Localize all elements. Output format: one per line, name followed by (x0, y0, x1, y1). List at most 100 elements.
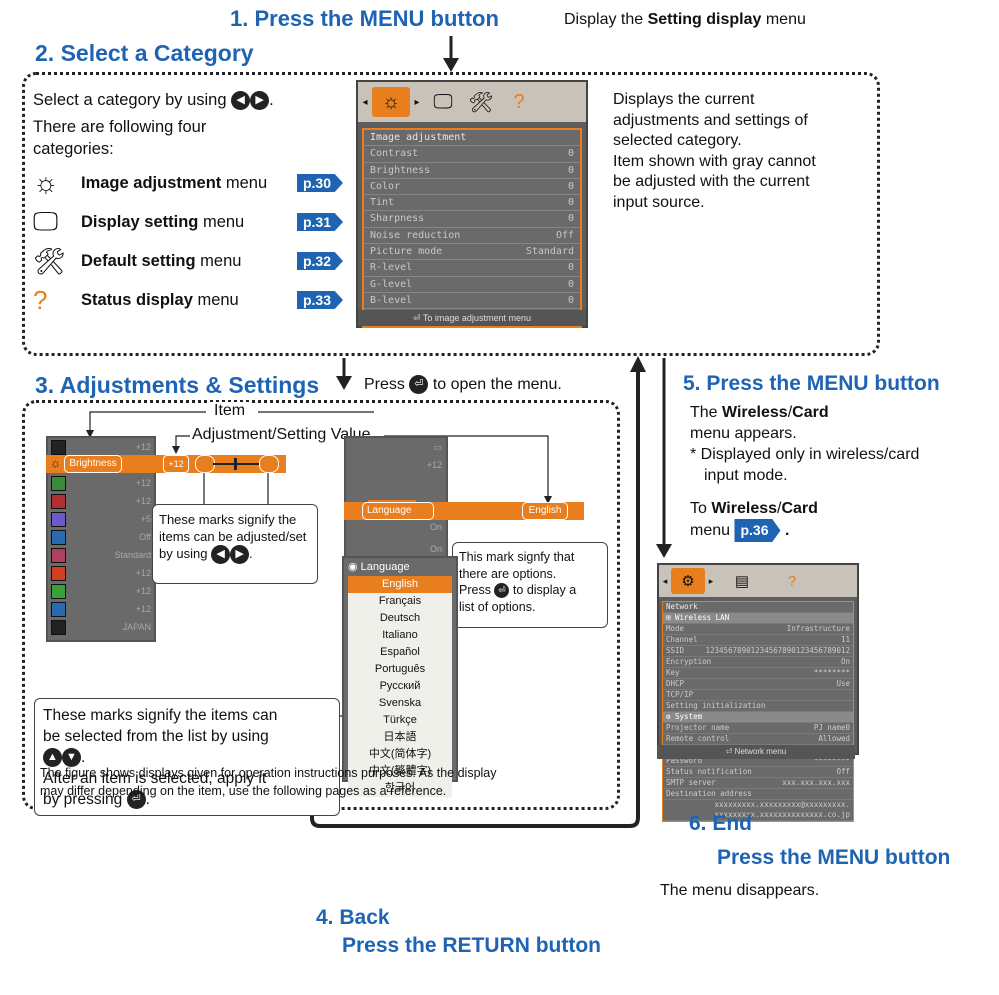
page-link[interactable]: p.30 (296, 174, 343, 192)
category-item[interactable]: ? Status display menu p.33 (33, 285, 343, 315)
wireless-icon: ⊞ (666, 613, 671, 622)
step3-title: 3. Adjustments & Settings (35, 372, 320, 398)
language-option[interactable]: Français (378, 595, 422, 607)
step4-subtitle: Press the RETURN button (342, 934, 602, 957)
destination-address-line: xxxxxxxxx.xxxxxxxxx@xxxxxxxxx. (714, 800, 850, 809)
brightness-row[interactable] (46, 455, 286, 473)
category-item[interactable]: ☼ Image adjustment menu p.30 (33, 167, 343, 198)
language-option[interactable]: 한국어 (384, 782, 416, 794)
mini-menu-row[interactable]: +12 (48, 492, 154, 510)
tab-wireless-status[interactable]: ? (767, 568, 817, 594)
language-value: English (522, 502, 568, 520)
network-setting-row[interactable]: Password******** (663, 756, 853, 767)
language-option[interactable]: Türkçe (383, 714, 417, 726)
language-option[interactable]: Deutsch (379, 612, 421, 624)
language-option[interactable]: Italiano (382, 629, 418, 641)
menu-header: Image adjustment (364, 130, 580, 147)
enter-icon: ⏎ (126, 790, 146, 810)
setting-icon (51, 529, 66, 545)
language-option[interactable]: Русский (379, 680, 421, 692)
language-option[interactable]: Español (380, 646, 420, 658)
tab-image-adjustment[interactable]: ☼ (372, 87, 410, 117)
network-setting-row[interactable]: TCP/IP (663, 690, 853, 701)
network-setting-row[interactable]: Destination address (663, 789, 853, 800)
page-link[interactable]: p.36 (734, 519, 781, 542)
tab-right-arrow-icon[interactable]: ▸ (414, 96, 420, 108)
language-option[interactable]: English (348, 576, 452, 593)
menu-footer: ⏎ To image adjustment menu (358, 310, 586, 326)
mini-menu-row[interactable]: +12 (48, 600, 154, 618)
page-link[interactable]: p.32 (296, 252, 343, 270)
tab-left-arrow-icon[interactable]: ◂ (362, 96, 368, 108)
language-option[interactable]: 日本語 (383, 731, 417, 743)
slider-thumb[interactable] (234, 458, 237, 470)
tab-network[interactable]: ⚙ (671, 568, 705, 594)
mini-menu-row[interactable]: Standard (48, 546, 154, 564)
language-option[interactable]: 中文(繁體字) (368, 765, 432, 777)
language-option[interactable]: Svenska (378, 697, 422, 709)
mini-value: On (429, 544, 442, 554)
step2-line3: categories: (33, 140, 114, 158)
status-icon: ? (33, 284, 48, 315)
mini-menu-row[interactable]: +12 (48, 474, 154, 492)
network-setting-row[interactable]: Key******** (663, 668, 853, 679)
language-list-title: ◉ Language (348, 561, 410, 573)
step1-description: Display the Setting display menu (564, 11, 806, 28)
category-item[interactable]: 🖵 Display setting menu p.31 (33, 206, 343, 237)
mini-menu-row[interactable]: +5 (48, 510, 154, 528)
page-link[interactable]: p.31 (296, 213, 343, 231)
tab-display-setting[interactable]: 🖵 (424, 87, 462, 117)
page-link[interactable]: p.33 (296, 291, 343, 309)
callout-adjust-marks: These marks signify the items can be adj… (152, 504, 318, 584)
network-setting-row[interactable]: Setting initialization (663, 701, 853, 712)
step3-leader-lines (86, 411, 552, 717)
up-arrow-icon: ▲ (43, 748, 62, 768)
language-option[interactable]: 中文(简体字) (368, 748, 432, 760)
tab-right-arrow-icon[interactable]: ▸ (708, 575, 714, 586)
tab-status-display[interactable]: ? (500, 87, 538, 117)
mini-menu-row[interactable]: Off (48, 528, 154, 546)
brightness-label: Brightness (64, 455, 122, 473)
tab-left-arrow-icon[interactable]: ◂ (662, 575, 668, 586)
setting-icon (51, 565, 66, 581)
callout-options-mark: This mark signfy that there are options.… (452, 542, 608, 628)
mini-menu-row[interactable]: +12 (48, 582, 154, 600)
category-item[interactable]: 🛠 Default setting menu p.32 (33, 246, 343, 276)
language-option[interactable]: Português (374, 663, 426, 675)
mini-menu-row[interactable]: JAPAN (48, 618, 154, 636)
mini-menu-row[interactable]: +12 (48, 564, 154, 582)
step6-title: 6. End (689, 812, 753, 835)
item-label: Item (210, 402, 250, 420)
tab-default-setting[interactable]: 🛠 (462, 87, 500, 117)
tools-icon: 🛠 (33, 245, 67, 276)
tab-card[interactable]: ▤ (717, 568, 767, 594)
sun-icon: ☼ (50, 456, 61, 470)
mini-menu-row[interactable]: +12 (48, 438, 154, 456)
status-icon: ? (513, 90, 525, 113)
category-list: ☼ Image adjustment menu p.30 🖵 Display s… (33, 167, 343, 315)
mini-value: +12 (426, 460, 442, 470)
setting-icon (51, 547, 66, 563)
